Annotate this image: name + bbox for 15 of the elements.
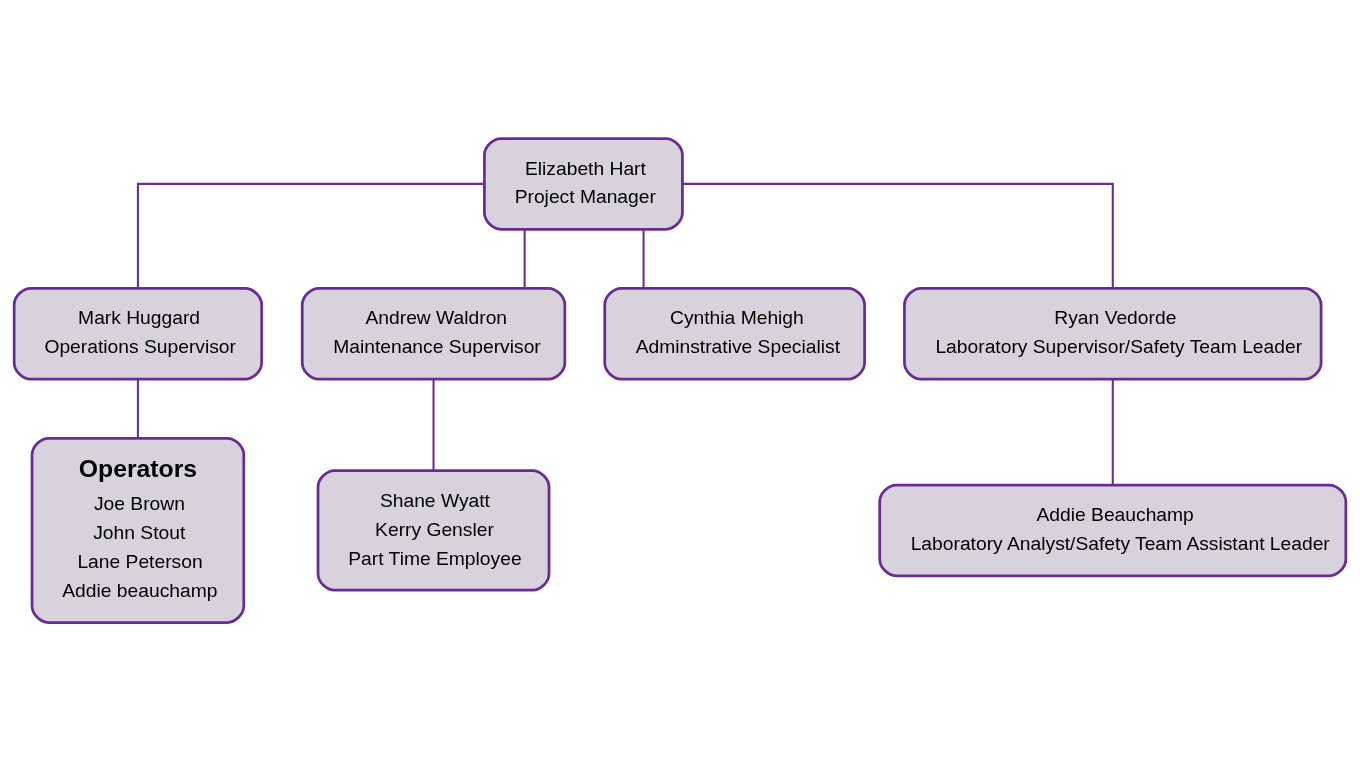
connector: [1111, 379, 1114, 485]
node-box: Ryan Vedorde Laboratory Supervisor/Safety Team Leader: [903, 287, 1323, 381]
node-box: Shane Wyatt Kerry Gensler Part Time Employee: [316, 469, 551, 592]
node-box: Andrew Waldron Maintenance Supervisor: [300, 287, 567, 381]
connector: [642, 229, 645, 289]
connector: [683, 182, 1114, 288]
node-box: Operators Joe Brown John Stout Lane Peterson Addie beauchamp: [30, 436, 246, 624]
node-box: Mark Huggard Operations Supervisor: [12, 287, 264, 381]
node-box: Cynthia Mehigh Adminstrative Specialist: [603, 287, 866, 381]
connector: [136, 379, 139, 439]
node-box: Addie Beauchamp Laboratory Analyst/Safety Team Assistant Leader: [878, 483, 1348, 578]
connector: [432, 379, 435, 471]
node-box: Elizabeth Hart Project Manager: [483, 137, 684, 231]
connector: [136, 182, 484, 288]
connector: [523, 229, 526, 289]
